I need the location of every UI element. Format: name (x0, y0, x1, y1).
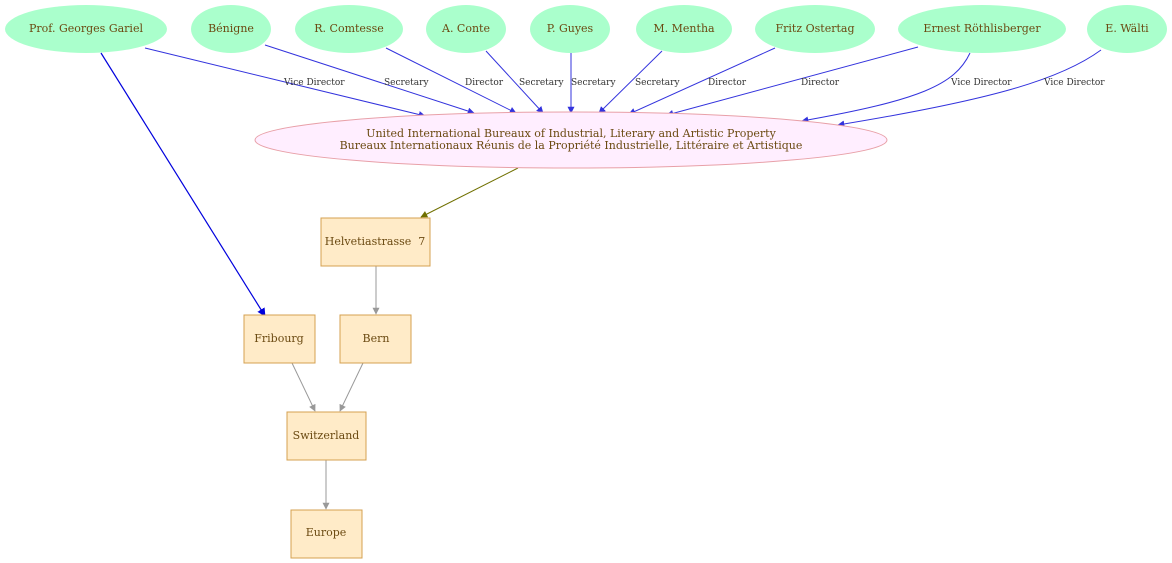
place-node-bern[interactable]: Bern (339, 314, 412, 364)
edge-ostertag-role (628, 47, 776, 115)
role-label-ostertag: Director (708, 78, 747, 88)
person-nodes: Prof. Georges Gariel Bénigne R. Comtesse… (5, 5, 1167, 53)
place-label-fribourg: Fribourg (254, 332, 303, 345)
edge-conte-role (485, 50, 544, 114)
edge-org-to-helvetiastrasse (420, 167, 519, 218)
role-label-mentha: Secretary (635, 78, 680, 88)
person-name-ostertag: Fritz Ostertag (776, 22, 855, 35)
edge-gariel-to-fribourg (100, 52, 266, 317)
place-label-europe: Europe (306, 526, 347, 539)
edge-comtesse-role (385, 47, 517, 114)
role-label-conte: Secretary (519, 78, 564, 88)
place-node-switzerland[interactable]: Switzerland (286, 411, 367, 461)
role-label-gariel: Vice Director (283, 78, 345, 88)
place-label-bern: Bern (363, 332, 390, 345)
person-name-walti: E. Wälti (1105, 22, 1149, 35)
organization-name-fr: Bureaux Internationaux Réunis de la Prop… (340, 139, 803, 152)
place-label-switzerland: Switzerland (293, 429, 360, 442)
edge-benigne-role (264, 44, 475, 115)
organization-name-en: United International Bureaux of Industri… (366, 127, 776, 140)
edge-gariel-role (144, 47, 426, 118)
place-edges (291, 266, 380, 510)
place-node-fribourg[interactable]: Fribourg (243, 314, 316, 364)
role-label-guyes: Secretary (571, 78, 616, 88)
person-node-rothlisberger[interactable]: Ernest Röthlisberger (898, 5, 1066, 53)
role-labels: Vice Director Secretary Director Secreta… (283, 78, 1105, 88)
role-label-rothlisberger: Director (801, 78, 840, 88)
person-node-walti[interactable]: E. Wälti (1087, 5, 1167, 53)
person-name-conte: A. Conte (441, 22, 490, 35)
person-name-comtesse: R. Comtesse (314, 22, 383, 35)
role-label-rothlisberger-2: Vice Director (950, 78, 1012, 88)
person-name-benigne: Bénigne (208, 22, 254, 35)
person-node-ostertag[interactable]: Fritz Ostertag (755, 5, 875, 53)
person-node-guyes[interactable]: P. Guyes (530, 5, 610, 53)
person-name-rothlisberger: Ernest Röthlisberger (923, 22, 1041, 35)
edge-bern-to-switzerland (339, 362, 364, 412)
place-label-helvetiastrasse: Helvetiastrasse 7 (325, 235, 426, 248)
role-label-walti: Vice Director (1043, 78, 1105, 88)
place-node-europe[interactable]: Europe (290, 509, 363, 559)
role-edges (144, 44, 1102, 128)
person-node-gariel[interactable]: Prof. Georges Gariel (5, 5, 167, 53)
edge-walti-role (837, 49, 1102, 128)
person-node-mentha[interactable]: M. Mentha (636, 5, 732, 53)
organization-node[interactable]: United International Bureaux of Industri… (254, 111, 888, 169)
person-name-mentha: M. Mentha (653, 22, 715, 35)
person-name-gariel: Prof. Georges Gariel (29, 22, 143, 35)
place-node-helvetiastrasse[interactable]: Helvetiastrasse 7 (320, 217, 431, 267)
person-node-benigne[interactable]: Bénigne (191, 5, 271, 53)
edge-fribourg-to-switzerland (291, 362, 316, 412)
edge-rothlisberger-role (666, 46, 919, 117)
person-name-guyes: P. Guyes (547, 22, 594, 35)
place-nodes: Helvetiastrasse 7 Fribourg Bern Switzerl… (243, 217, 431, 559)
edge-mentha-role (598, 50, 663, 114)
person-node-conte[interactable]: A. Conte (426, 5, 506, 53)
role-label-comtesse: Director (465, 78, 504, 88)
person-node-comtesse[interactable]: R. Comtesse (295, 5, 403, 53)
role-label-benigne: Secretary (384, 78, 429, 88)
edge-rothlisberger-role-2 (801, 52, 971, 124)
